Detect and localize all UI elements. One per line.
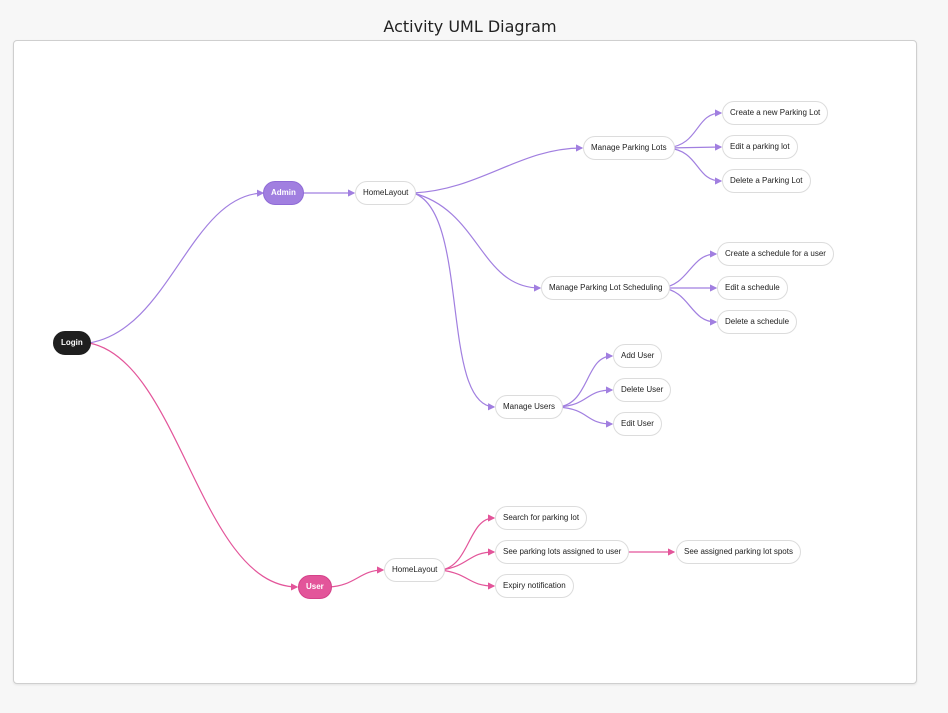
node-search-parking-lot[interactable]: Search for parking lot <box>495 506 588 530</box>
node-user-homelayout[interactable]: HomeLayout <box>384 558 446 582</box>
node-create-parking-lot[interactable]: Create a new Parking Lot <box>722 101 829 125</box>
node-delete-user[interactable]: Delete User <box>613 378 672 402</box>
node-see-assigned-lots[interactable]: See parking lots assigned to user <box>495 540 630 564</box>
node-login[interactable]: Login <box>53 331 91 355</box>
node-delete-parking-lot[interactable]: Delete a Parking Lot <box>722 169 811 193</box>
diagram-title: Activity UML Diagram <box>383 17 557 36</box>
node-user[interactable]: User <box>298 575 332 599</box>
node-edit-user[interactable]: Edit User <box>613 412 662 436</box>
node-see-assigned-spots[interactable]: See assigned parking lot spots <box>676 540 801 564</box>
node-manage-users[interactable]: Manage Users <box>495 395 564 419</box>
node-admin-homelayout[interactable]: HomeLayout <box>355 181 417 205</box>
node-manage-parking-lots[interactable]: Manage Parking Lots <box>583 136 675 160</box>
node-edit-parking-lot[interactable]: Edit a parking lot <box>722 135 798 159</box>
node-add-user[interactable]: Add User <box>613 344 663 368</box>
node-expiry-notification[interactable]: Expiry notification <box>495 574 574 598</box>
node-delete-schedule[interactable]: Delete a schedule <box>717 310 798 334</box>
node-edit-schedule[interactable]: Edit a schedule <box>717 276 788 300</box>
node-admin[interactable]: Admin <box>263 181 304 205</box>
node-manage-scheduling[interactable]: Manage Parking Lot Scheduling <box>541 276 671 300</box>
node-create-schedule[interactable]: Create a schedule for a user <box>717 242 834 266</box>
